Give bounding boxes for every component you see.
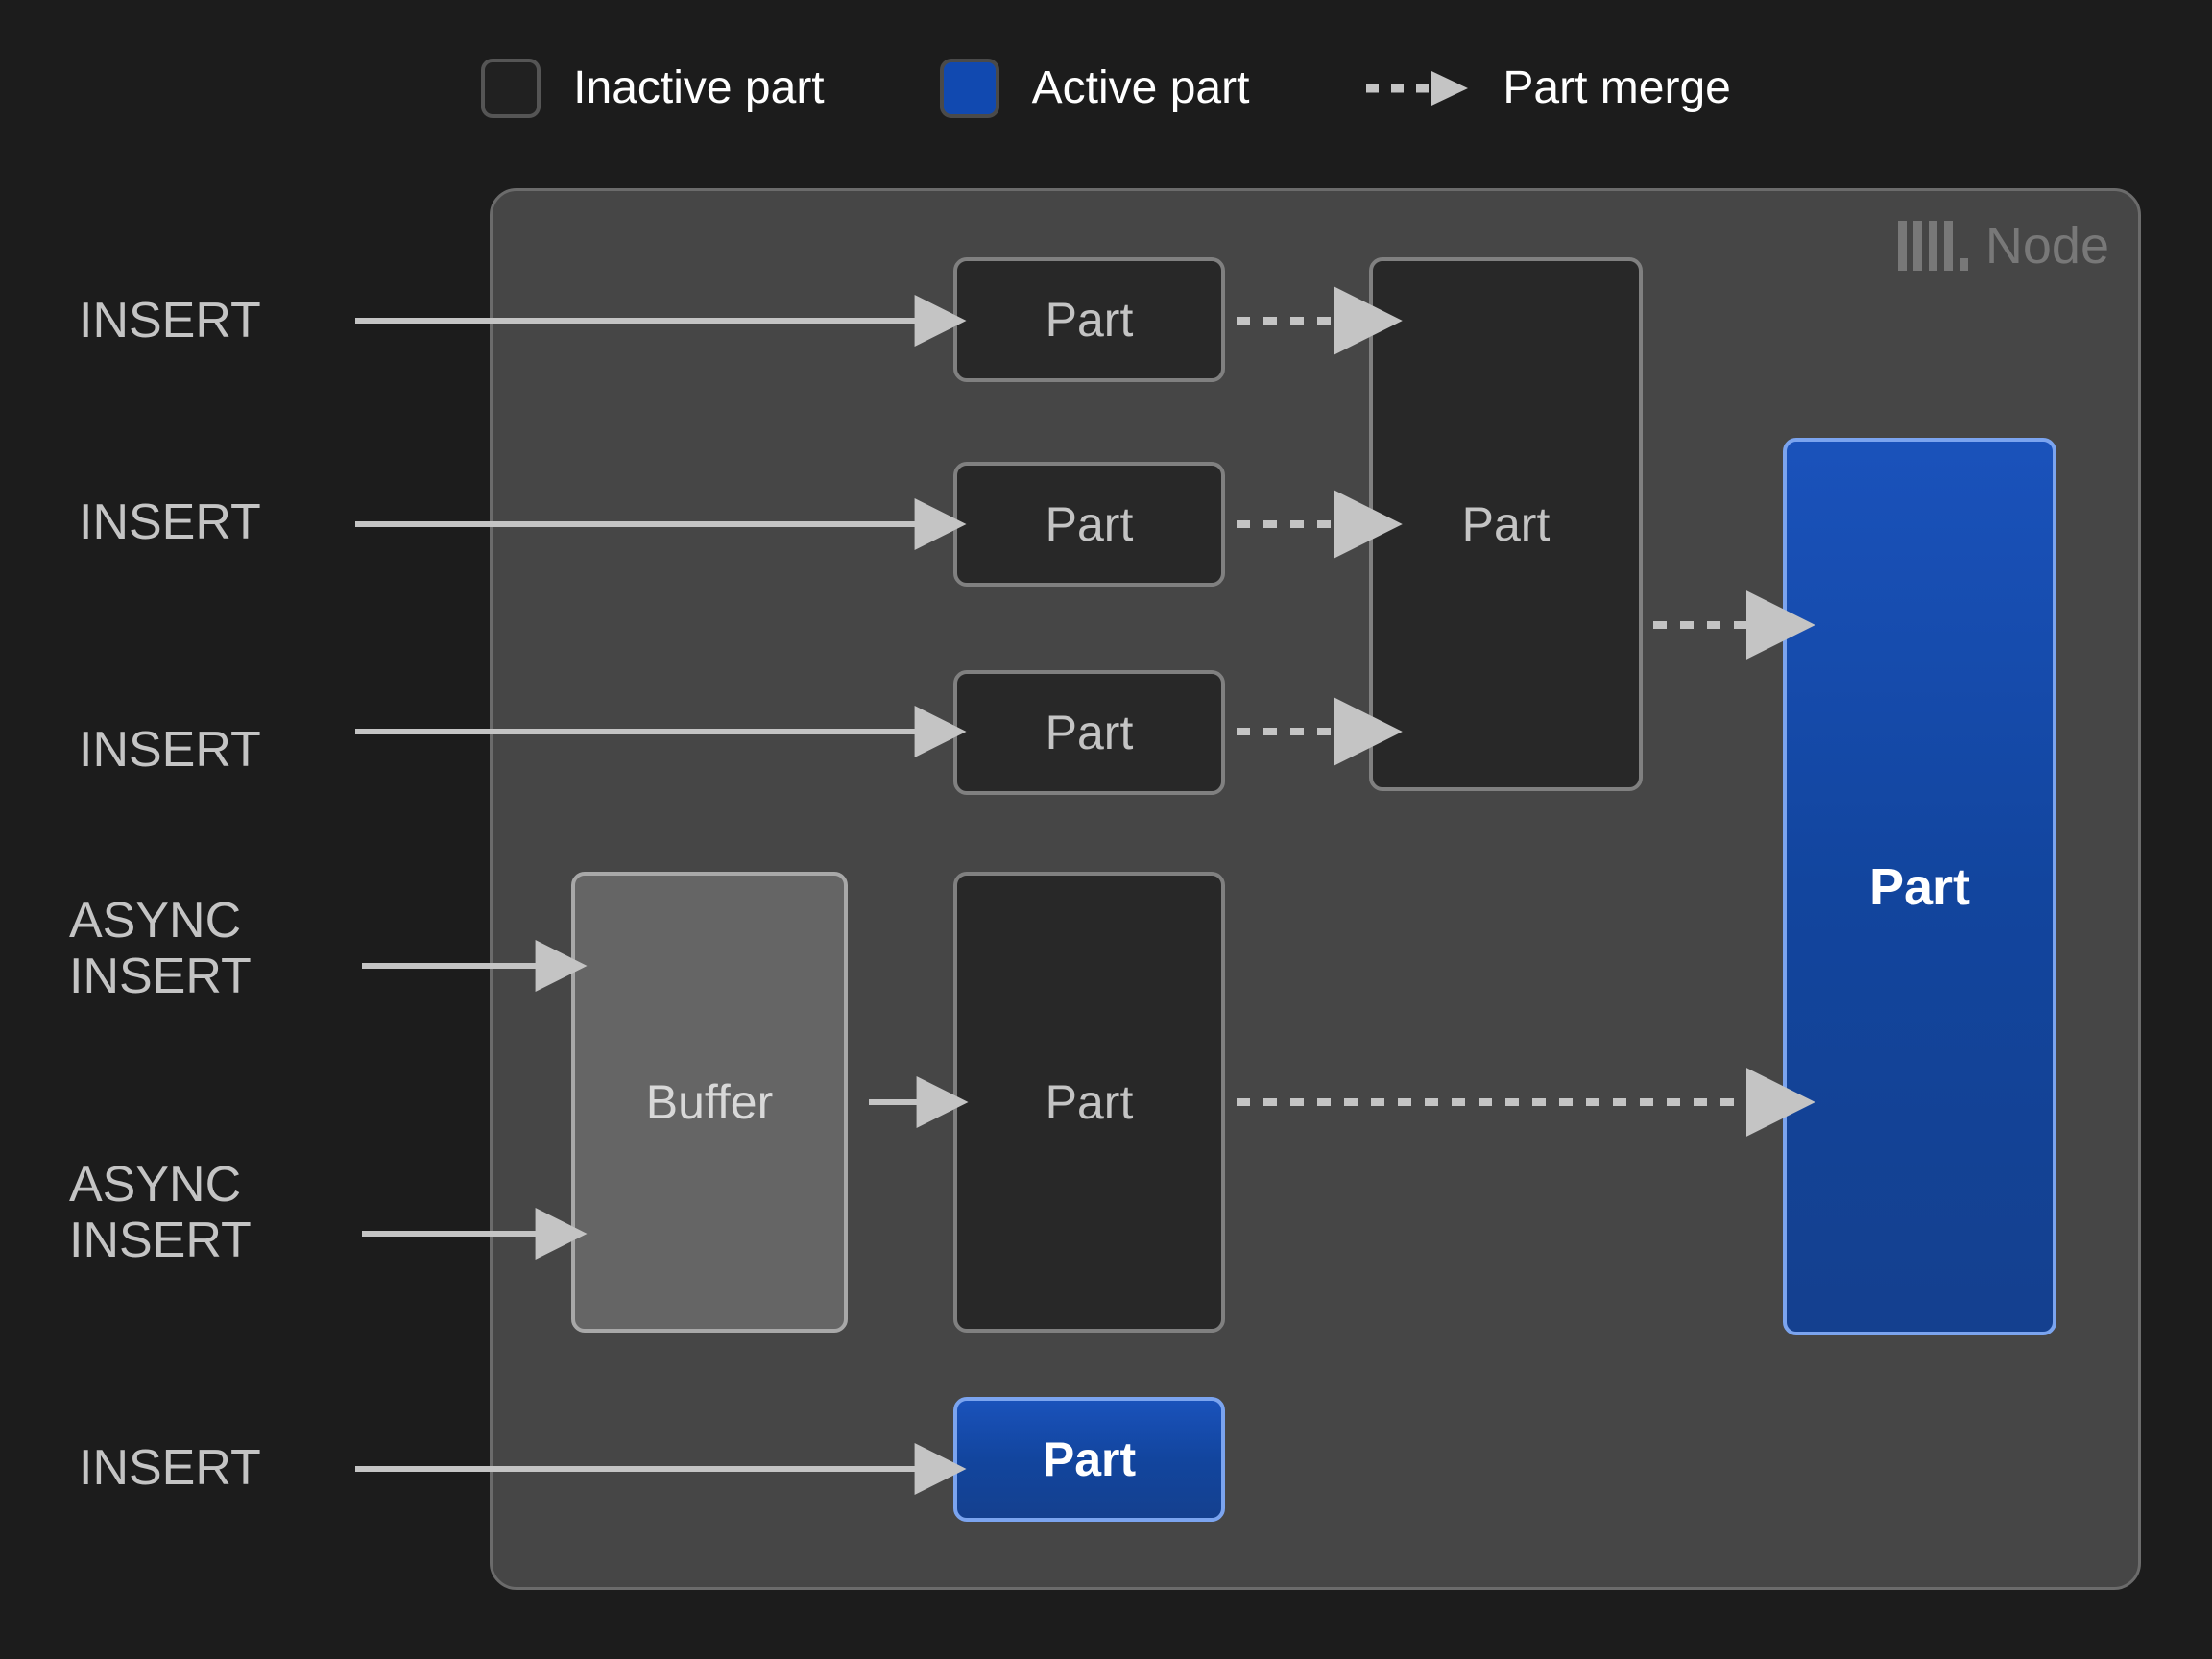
final-active-part-box[interactable]: Part xyxy=(1783,438,2056,1335)
dashed-arrow-icon xyxy=(1364,69,1470,108)
clickhouse-logo-icon xyxy=(1897,221,1968,271)
node-label: Node xyxy=(1984,217,2109,275)
part-box-1[interactable]: Part xyxy=(953,257,1225,382)
active-part-swatch-icon xyxy=(939,59,999,118)
source-label-insert-3: INSERT xyxy=(79,722,261,778)
legend-item-active-part: Active part xyxy=(939,59,1250,118)
source-label-insert-2: INSERT xyxy=(79,494,261,550)
source-label-async-insert-1: ASYNC INSERT xyxy=(69,893,252,1005)
node-badge: Node xyxy=(1897,217,2109,275)
legend-label-active-part: Active part xyxy=(1031,62,1250,113)
source-label-async-insert-2: ASYNC INSERT xyxy=(69,1157,252,1269)
part-box-3[interactable]: Part xyxy=(953,670,1225,795)
legend-label-inactive-part: Inactive part xyxy=(573,62,825,113)
buffer-box[interactable]: Buffer xyxy=(571,872,848,1333)
legend-item-part-merge: Part merge xyxy=(1364,62,1731,113)
legend-label-part-merge: Part merge xyxy=(1503,62,1731,113)
source-label-insert-1: INSERT xyxy=(79,293,261,349)
inactive-part-swatch-icon xyxy=(481,59,541,118)
direct-active-part-box[interactable]: Part xyxy=(953,1397,1225,1522)
buffered-part-box[interactable]: Part xyxy=(953,872,1225,1333)
legend-item-inactive-part: Inactive part xyxy=(481,59,825,118)
merged-part-box[interactable]: Part xyxy=(1369,257,1643,791)
source-label-insert-4: INSERT xyxy=(79,1440,261,1496)
legend: Inactive part Active part Part merge xyxy=(0,42,2212,134)
part-box-2[interactable]: Part xyxy=(953,462,1225,587)
